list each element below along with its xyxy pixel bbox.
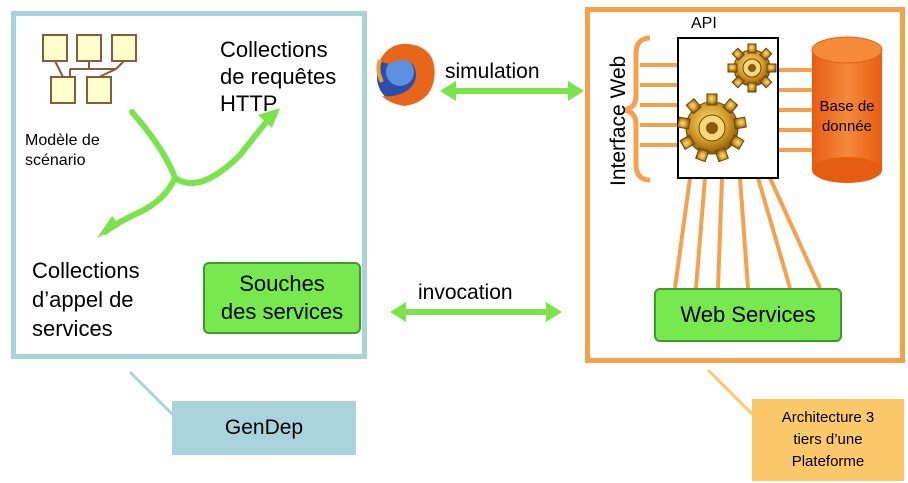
scenario-model-icon	[42, 34, 137, 104]
transformation-arrow	[102, 109, 271, 235]
gendep-callout-line	[128, 370, 174, 416]
service-stubs-box: Souches des services	[203, 262, 361, 334]
simulation-arrow	[440, 81, 584, 101]
firefox-icon	[376, 43, 435, 106]
platform-label: Architecture 3 tiers d’une Plateforme	[781, 409, 875, 470]
gendep-callout: GenDep	[172, 401, 356, 455]
service-call-collections-label: Collections d’appel de services	[32, 258, 140, 341]
platform-callout: Architecture 3 tiers d’une Plateforme	[752, 399, 904, 481]
service-stubs-label: Souches des services	[220, 271, 344, 324]
simulation-label: simulation	[445, 60, 540, 83]
invocation-label: invocation	[418, 281, 513, 304]
interface-connectors	[640, 63, 678, 147]
platform-box	[585, 7, 905, 363]
gendep-label: GenDep	[224, 416, 304, 439]
web-services-label: Web Services	[680, 302, 816, 327]
invocation-arrow	[390, 302, 562, 322]
web-services-box: Web Services	[654, 288, 842, 342]
gendep-box	[11, 11, 367, 359]
platform-callout-line	[706, 368, 754, 416]
database-label: Base de donnée	[819, 98, 875, 135]
http-collections-label: Collections de requêtes HTTP	[220, 37, 337, 116]
gear-icon	[677, 43, 777, 163]
interface-web-brace	[623, 35, 651, 183]
scenario-model-label: Modèle de scénario	[25, 132, 100, 169]
database-icon	[811, 36, 883, 183]
web-interface-label: Interface Web	[607, 55, 630, 186]
api-label: API	[691, 15, 717, 32]
webservices-connectors	[673, 177, 822, 289]
arrowhead-services	[97, 216, 120, 238]
arrowhead-http	[258, 108, 280, 128]
database-connectors	[778, 68, 812, 152]
